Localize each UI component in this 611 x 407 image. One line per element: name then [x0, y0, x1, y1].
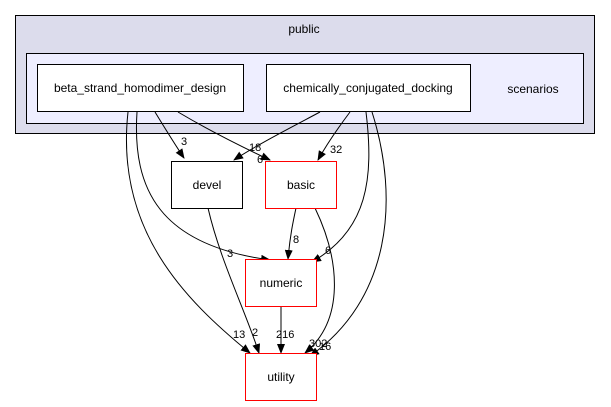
- edge-chem-to-devel: [233, 111, 321, 161]
- edge-beta-to-numeric: [135, 111, 271, 263]
- node-devel[interactable]: devel: [171, 161, 243, 209]
- edge-chem-to-basic: [317, 111, 351, 161]
- edge-label-beta-numeric: 3: [227, 248, 233, 260]
- edge-label-beta-basic: 18: [249, 142, 261, 154]
- node-beta-strand-homodimer-design-label: beta_strand_homodimer_design: [54, 81, 226, 95]
- edge-label-chem-basic: 32: [330, 144, 342, 156]
- edge-label-chem-utility: 16: [319, 341, 331, 353]
- node-chemically-conjugated-docking[interactable]: chemically_conjugated_docking: [266, 64, 471, 112]
- node-chemically-conjugated-docking-label: chemically_conjugated_docking: [283, 81, 452, 95]
- cluster-scenarios-label: scenarios: [507, 82, 558, 96]
- edges: [126, 111, 387, 357]
- node-basic[interactable]: basic: [265, 161, 337, 209]
- edge-chem-to-utility: [309, 111, 387, 357]
- edge-label-beta-devel: 3: [181, 136, 187, 148]
- edge-labels: 3 18 6 32 3 8 6 13 2 216 302 16: [181, 136, 342, 353]
- edge-devel-to-utility: [207, 207, 261, 354]
- edge-label-devel-utility: 2: [252, 327, 258, 339]
- cluster-public-label: public: [288, 22, 319, 36]
- edge-basic-to-numeric: [284, 207, 297, 260]
- node-utility-label: utility: [267, 370, 294, 384]
- edge-beta-to-utility: [126, 111, 251, 354]
- edge-label-numeric-utility: 216: [276, 329, 294, 341]
- node-devel-label: devel: [193, 178, 222, 192]
- edge-beta-to-devel: [154, 111, 185, 159]
- edge-label-basic-utility: 302: [309, 338, 327, 350]
- edge-label-chem-numeric: 6: [325, 245, 331, 257]
- edge-label-beta-utility: 13: [233, 329, 245, 341]
- node-numeric-label: numeric: [260, 276, 303, 290]
- edge-basic-to-utility: [304, 207, 335, 354]
- edge-label-chem-devel: 6: [257, 154, 263, 166]
- node-utility[interactable]: utility: [245, 353, 317, 401]
- node-beta-strand-homodimer-design[interactable]: beta_strand_homodimer_design: [37, 64, 244, 112]
- node-basic-label: basic: [287, 178, 315, 192]
- edge-label-basic-numeric: 8: [293, 234, 299, 246]
- node-numeric[interactable]: numeric: [245, 259, 317, 307]
- edge-beta-to-basic: [177, 111, 271, 161]
